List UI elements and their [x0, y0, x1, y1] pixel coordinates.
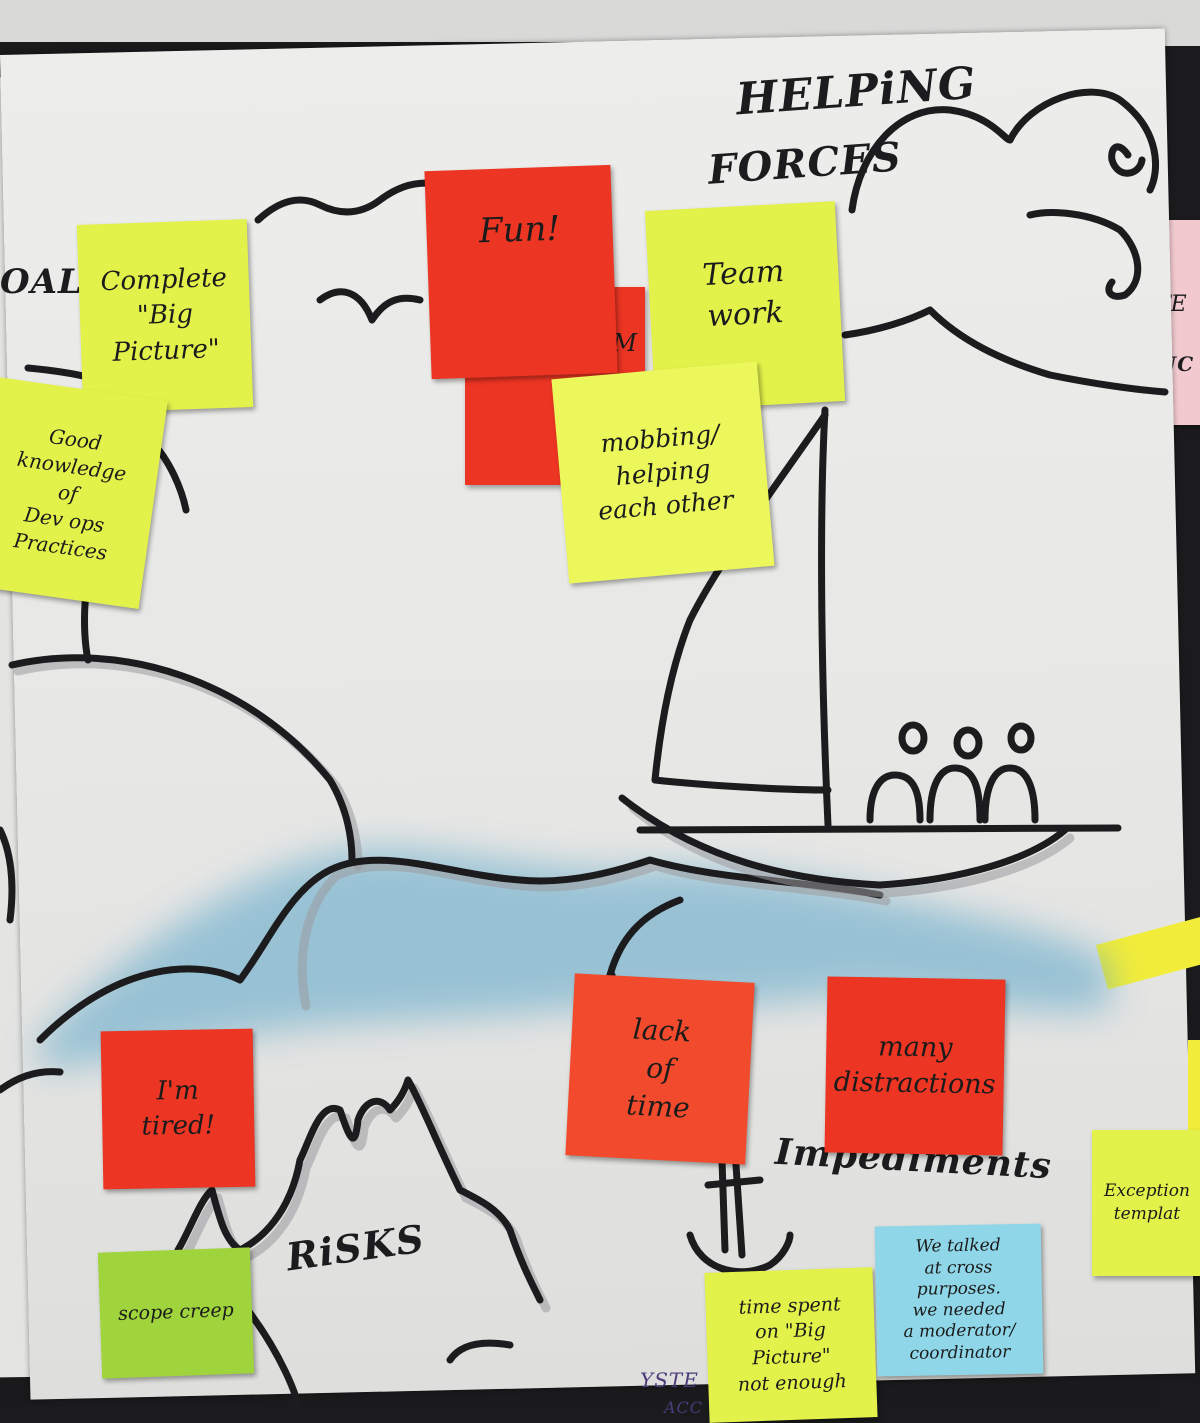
cloud — [848, 88, 1159, 214]
anchor-shaft-2 — [718, 1156, 729, 1254]
bottom-curve — [236, 1296, 304, 1416]
sea-line-right — [606, 896, 684, 979]
sail-mast — [818, 406, 832, 829]
sail-back — [651, 776, 832, 794]
bird-2 — [316, 288, 424, 324]
sticky-note-talked-cross-purposes: We talked at cross purposes. we needed a… — [874, 1223, 1044, 1377]
goal-heading-partial: OAL — [0, 262, 83, 302]
person-body-2 — [926, 764, 984, 824]
risk-rocks — [174, 1076, 544, 1304]
cloud-swirl-2 — [1026, 209, 1142, 300]
sticky-note-mobbing: mobbing/ helping each other — [551, 361, 775, 584]
boat-hull — [618, 794, 1069, 889]
boat-deck — [636, 824, 1122, 834]
sticky-note-im-tired: I'm tired! — [100, 1028, 256, 1190]
person-head-2 — [953, 726, 983, 760]
bottom-sheet-partial-text: YSTE — [640, 1368, 699, 1392]
sticky-note-fun: Fun! — [424, 164, 618, 380]
sticky-note-exception-template: Exception templat — [1092, 1130, 1200, 1276]
sticky-note-complete-big-picture: Complete "Big Picture" — [76, 219, 254, 413]
island-outline — [8, 654, 356, 864]
anchor-crossbar — [704, 1176, 764, 1189]
sticky-note-good-knowledge: Good knowledge of Dev ops Practices — [0, 377, 168, 609]
person-head-3 — [1007, 722, 1035, 754]
person-body — [866, 771, 924, 824]
bottom-sheet-partial-text-2: ACC — [664, 1398, 704, 1417]
yellow-tape-2 — [1188, 1040, 1200, 1130]
sticky-note-many-distractions: many distractions — [824, 976, 1006, 1156]
sail-front — [651, 411, 829, 784]
person-body-3 — [981, 764, 1039, 824]
sticky-note-scope-creep: scope creep — [97, 1247, 255, 1379]
bird — [254, 179, 444, 224]
anchor-fluke — [686, 1231, 794, 1276]
sea-line — [36, 856, 884, 1044]
sticky-note-time-spent: time spent on "Big Picture" not enough — [704, 1267, 878, 1423]
anchor-shaft — [731, 1146, 746, 1259]
water-wash — [40, 847, 1110, 1070]
person-head — [898, 721, 928, 755]
cloud-swirl — [1108, 143, 1146, 177]
left-edge-curve — [0, 1068, 64, 1094]
cloud-bottom — [841, 306, 1169, 396]
left-edge-curve-2 — [0, 826, 16, 924]
bottom-curve-2 — [446, 1339, 514, 1364]
sticky-note-lack-of-time: lack of time — [565, 973, 755, 1165]
